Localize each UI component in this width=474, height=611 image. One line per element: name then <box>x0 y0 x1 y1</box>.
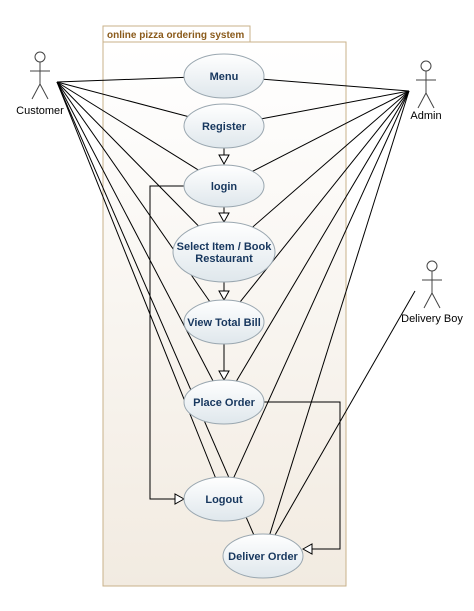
flow-arrowhead <box>301 543 313 555</box>
use-case-label: Restaurant <box>195 253 253 265</box>
use-case-label: Register <box>202 121 247 133</box>
use-case-ellipse <box>183 299 265 345</box>
flow-register-login <box>218 148 230 166</box>
use-case-ellipse <box>222 533 304 579</box>
actor-customer: Customer <box>16 51 64 117</box>
association-delivery-deliver <box>274 290 416 536</box>
association-admin-select <box>252 90 410 228</box>
association-admin-logout <box>233 90 410 478</box>
association-customer-menu <box>56 76 185 83</box>
use-case-ellipse <box>183 379 265 425</box>
flows <box>149 148 341 555</box>
association-customer-login <box>56 81 199 171</box>
use-case-deliver: Deliver Order <box>222 533 304 579</box>
flow-select-bill <box>218 282 230 302</box>
flow-bill-place <box>218 344 230 382</box>
actor-label: Customer <box>16 105 64 117</box>
use-case-label: Menu <box>210 71 239 83</box>
stick-figure-icon <box>30 51 50 100</box>
actor-label: Admin <box>410 110 441 122</box>
association-admin-menu <box>263 78 410 92</box>
system-title-box <box>102 25 251 43</box>
system-title: online pizza ordering system <box>107 30 244 41</box>
use-case-bill: View Total Bill <box>183 299 265 345</box>
use-case-login: login <box>183 164 265 208</box>
use-case-logout: Logout <box>183 476 265 522</box>
use-case-ellipse <box>183 53 265 99</box>
stick-figure-icon <box>422 260 442 309</box>
flow-arrowhead <box>174 493 186 505</box>
association-customer-register <box>56 81 189 117</box>
association-admin-login <box>252 90 410 172</box>
flow-arrowhead <box>218 154 230 166</box>
use-case-label: Deliver Order <box>228 551 298 563</box>
flow-arrowhead <box>218 290 230 302</box>
flow-place-deliver <box>264 401 341 555</box>
actor-label: Delivery Boy <box>401 313 463 325</box>
use-case-label: Place Order <box>193 397 255 409</box>
stick-figure-icon <box>416 60 436 109</box>
use-case-menu: Menu <box>183 53 265 99</box>
flow-arrowhead <box>218 212 230 224</box>
use-case-ellipse <box>183 476 265 522</box>
use-case-label: View Total Bill <box>187 317 261 329</box>
use-case-ellipse <box>183 103 265 149</box>
use-case-label: Select Item / Book <box>177 241 273 253</box>
flow-login-logout <box>149 185 186 505</box>
use-case-place: Place Order <box>183 379 265 425</box>
association-admin-register <box>261 90 410 120</box>
actor-admin: Admin <box>410 60 442 122</box>
association-customer-deliver <box>56 81 255 535</box>
association-admin-place <box>235 90 410 382</box>
use-case-label: Logout <box>205 494 243 506</box>
flow-login-select <box>218 207 230 224</box>
use-case-ellipse <box>172 221 276 283</box>
association-admin-deliver <box>269 90 410 535</box>
use-case-ellipse <box>183 164 265 208</box>
use-case-register: Register <box>183 103 265 149</box>
flow-arrowhead <box>218 370 230 382</box>
association-customer-select <box>56 81 199 227</box>
actor-delivery: Delivery Boy <box>401 260 463 325</box>
use-case-label: login <box>211 181 238 193</box>
